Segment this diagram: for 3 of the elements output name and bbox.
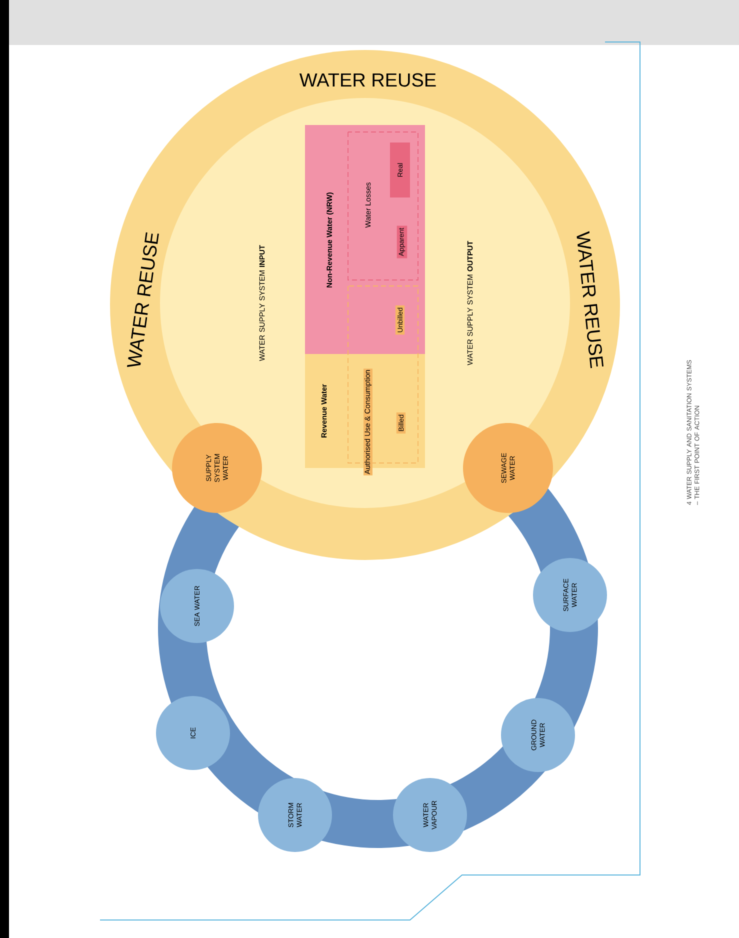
ring-label: WATER REUSE (299, 73, 436, 87)
ring-label: WATER REUSE (127, 232, 159, 367)
ring-label: WATER REUSE (576, 231, 604, 368)
